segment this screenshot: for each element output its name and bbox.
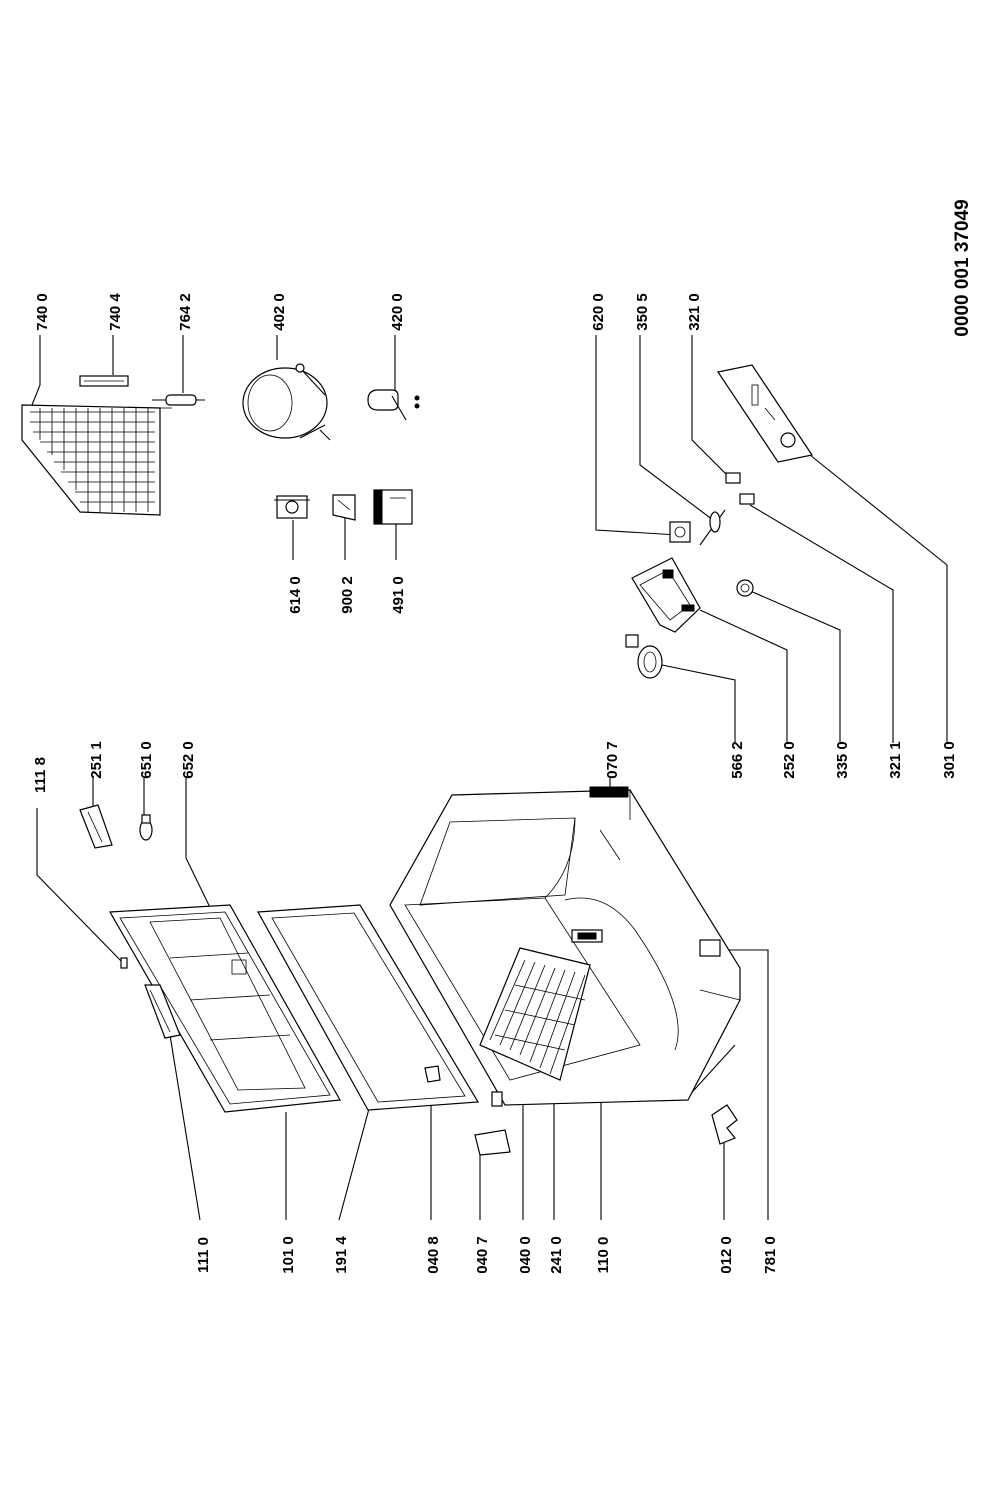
wire-basket [479, 947, 591, 1081]
part-label-4200: 420 0 [389, 293, 406, 331]
compressor [242, 363, 331, 441]
part-label-9002: 900 2 [339, 576, 356, 614]
part-labels: 111 0 101 0 191 4 040 8 040 7 040 0 241 0 110 0… [32, 293, 958, 1274]
leader-3211 [749, 504, 894, 743]
vent-grille [589, 786, 629, 798]
part-label-1110: 111 0 [195, 1237, 212, 1273]
part-label-0408: 040 8 [425, 1236, 442, 1274]
leader-3210 [691, 335, 731, 479]
drain-plug [571, 929, 603, 943]
filter-drier [152, 394, 205, 406]
part-label-1914: 191 4 [333, 1236, 350, 1274]
part-label-1010: 101 0 [280, 1236, 297, 1274]
hinge-clip [424, 1065, 441, 1083]
leader-2520 [699, 609, 788, 743]
indicator-lens-b [739, 493, 755, 505]
foot-cap [699, 939, 721, 957]
part-label-2511: 251 1 [88, 741, 105, 779]
part-label-2520: 252 0 [781, 741, 798, 779]
leader-7810 [720, 949, 769, 1220]
part-label-3350: 335 0 [834, 741, 851, 779]
leader-3010 [809, 454, 948, 743]
leader-6200 [595, 335, 679, 536]
freezer-cabinet [389, 789, 741, 1106]
part-label-1100: 110 0 [595, 1237, 612, 1274]
bracket-part [711, 1104, 738, 1145]
lid-handle [144, 984, 181, 1039]
terminal-block [669, 521, 691, 543]
part-label-7400: 740 0 [34, 293, 51, 331]
part-label-3210: 321 0 [686, 293, 703, 331]
part-label-4910: 491 0 [390, 576, 407, 614]
document-number: 0000 001 37049 [952, 199, 973, 336]
light-housing [79, 804, 113, 849]
part-label-6140: 614 0 [287, 576, 304, 614]
leader-1118 [36, 808, 126, 966]
relay [367, 389, 420, 421]
part-label-6520: 652 0 [180, 741, 197, 779]
lid [108, 904, 341, 1113]
part-label-3505: 350 5 [634, 293, 651, 331]
part-label-3010: 301 0 [941, 741, 958, 779]
coil-bracket [79, 375, 129, 387]
part-label-6200: 620 0 [590, 293, 607, 331]
leader-7400 [29, 335, 41, 411]
part-label-1118: 111 8 [32, 757, 49, 793]
door-gasket [257, 904, 480, 1111]
control-panel [717, 364, 813, 463]
hinge-cover [474, 1129, 511, 1156]
leader-3505 [639, 335, 714, 521]
leader-1914 [338, 1104, 371, 1221]
part-label-0407: 040 7 [474, 1236, 491, 1274]
part-label-4020: 402 0 [271, 293, 288, 331]
leader-3350 [747, 589, 841, 743]
hinge [491, 1091, 503, 1107]
lamp-bulb [139, 814, 153, 841]
leader-lines [29, 335, 948, 1221]
handle-plug [120, 957, 128, 969]
lamp-holder [699, 509, 726, 546]
leader-5662 [661, 664, 736, 743]
part-label-2410: 241 0 [548, 1236, 565, 1274]
control-knob [736, 579, 754, 597]
part-label-6510: 651 0 [138, 741, 155, 779]
condenser-coil [21, 404, 172, 516]
part-label-7810: 781 0 [762, 1236, 779, 1274]
bracket-clip [332, 494, 356, 521]
part-label-0707: 070 7 [604, 741, 621, 779]
part-label-7642: 764 2 [177, 293, 194, 331]
switch-box [373, 489, 413, 525]
control-housing [631, 557, 701, 633]
indicator-lens-a [725, 472, 741, 484]
part-label-7404: 740 4 [107, 293, 124, 331]
part-label-3211: 321 1 [887, 741, 904, 779]
part-label-0400: 040 0 [517, 1236, 534, 1274]
coil-spring [625, 634, 663, 679]
part-label-0120: 012 0 [718, 1236, 735, 1274]
part-label-5662: 566 2 [729, 741, 746, 779]
thermostat [274, 495, 310, 519]
leader-1110 [169, 1034, 201, 1221]
